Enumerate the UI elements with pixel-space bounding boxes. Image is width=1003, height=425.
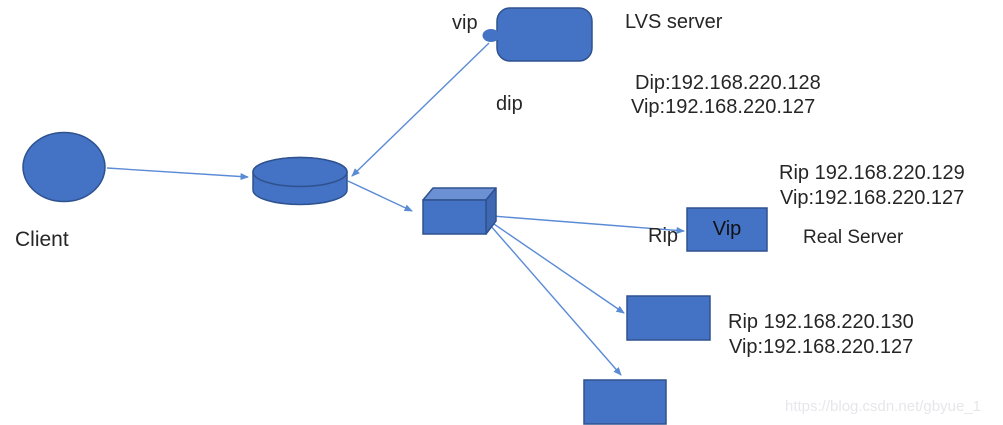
lvs-server-box (496, 7, 593, 62)
lvs-vip-address: Vip:192.168.220.127 (631, 96, 816, 118)
arrow-client-to-network (106, 167, 249, 181)
real-server-2-vip-address: Vip:192.168.220.127 (729, 336, 914, 358)
lvs-dip-address: Dip:192.168.220.128 (635, 72, 821, 94)
client-node-ellipse (22, 131, 106, 203)
real-server-1-vip-address: Vip:192.168.220.127 (780, 187, 965, 209)
lvs-vip-port-dot (482, 29, 500, 42)
real-server-2-rip-address: Rip 192.168.220.130 (728, 311, 914, 333)
real-server-1-box (686, 207, 768, 252)
real-server-caption: Real Server (803, 227, 904, 248)
arrow-dispatcher-to-real-server-2 (490, 221, 625, 314)
real-server-1-rip-address: Rip 192.168.220.129 (779, 162, 965, 184)
real-server-1-rip-port-label: Rip (648, 225, 679, 247)
lvs-server-title: LVS server (625, 11, 723, 33)
dispatcher-cube-top-face (422, 187, 497, 201)
real-server-1-box-label: Vip (712, 218, 742, 240)
arrow-dispatcher-to-real-server-1 (491, 215, 685, 234)
real-server-3-box (583, 379, 667, 425)
dispatcher-cube-front-face (422, 199, 487, 235)
arrow-lvs-vip-to-network (351, 42, 490, 177)
watermark: https://blog.csdn.net/gbyue_1 (785, 398, 981, 415)
arrow-network-to-dispatcher (347, 180, 413, 212)
client-label: Client (15, 228, 69, 251)
network-cylinder-top (252, 156, 348, 188)
arrow-dispatcher-to-real-server-3 (489, 224, 622, 376)
real-server-2-box (626, 295, 711, 341)
lvs-vip-port-label: vip (452, 12, 478, 34)
lvs-dip-port-label: dip (496, 93, 523, 115)
